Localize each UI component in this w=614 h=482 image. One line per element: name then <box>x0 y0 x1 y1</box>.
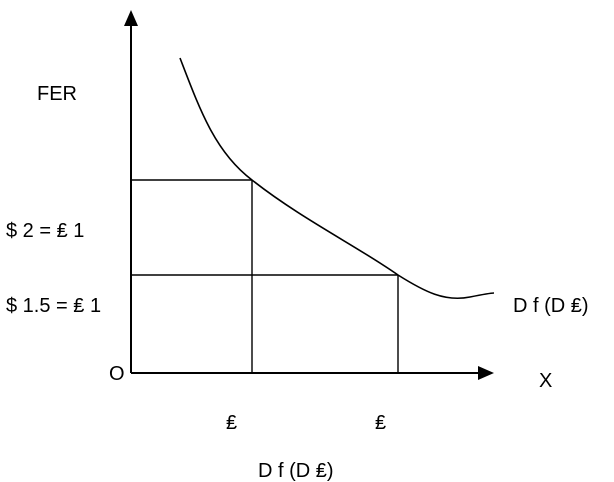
origin-label: O <box>109 363 125 385</box>
quantity-low-label: ₤ <box>226 412 237 434</box>
x-axis-label: X <box>539 370 552 392</box>
y-axis-label: FER <box>37 83 77 105</box>
rate-high-label: $ 2 = ₤ 1 <box>6 220 84 242</box>
curve-label-bottom: D f (D ₤) <box>258 460 334 482</box>
quantity-high-label: ₤ <box>375 412 386 434</box>
curve-label-right: D f (D ₤) <box>513 295 589 317</box>
rate-low-label: $ 1.5 = ₤ 1 <box>6 295 101 317</box>
y-axis-arrowhead <box>124 10 138 26</box>
demand-curve <box>179 57 495 299</box>
x-axis-arrowhead <box>478 366 494 380</box>
